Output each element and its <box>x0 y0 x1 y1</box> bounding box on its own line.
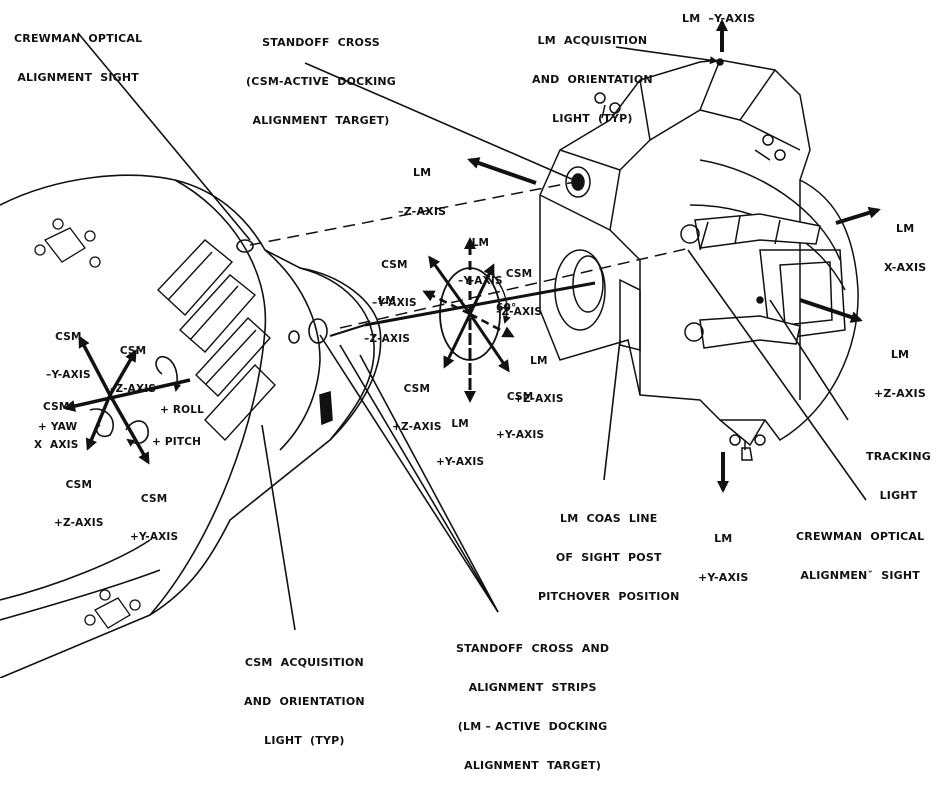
label-csm-acquisition-light: CSM ACQUISITION AND ORIENTATION LIGHT (T… <box>244 630 365 760</box>
label-line: +Y-AXIS <box>130 530 179 543</box>
label-crewman-optical-sight-lm: CREWMAN OPTICAL ALIGNMENˇ SIGHT <box>796 504 924 595</box>
label-line: CSM <box>381 259 408 271</box>
label-center-lm-neg-y: LM –Y-AXIS <box>458 212 503 300</box>
label-center-csm-pos-y: CSM +Y-AXIS <box>496 366 544 454</box>
label-lm-pos-y-axis-bottom: LM +Y-AXIS <box>698 506 749 597</box>
label-lm-acquisition-light: LM ACQUISITION AND ORIENTATION LIGHT (TY… <box>532 8 653 138</box>
label-line: +Y-AXIS <box>698 571 749 584</box>
label-line: LM <box>890 348 910 361</box>
label-tracking-light: TRACKING LIGHT <box>866 424 931 515</box>
label-line: +Z-AXIS <box>874 387 926 400</box>
coas-line <box>364 281 596 327</box>
label-standoff-cross-lm-active: STANDOFF CROSS AND ALIGNMENT STRIPS (LM … <box>456 616 609 785</box>
label-plus-yaw: + YAW <box>38 421 78 433</box>
label-line: AND ORIENTATION <box>244 695 365 708</box>
center-axes <box>422 237 515 403</box>
label-line: CREWMAN OPTICAL <box>796 530 925 543</box>
docking-diagram-art <box>0 19 881 678</box>
label-line: (LM – ACTIVE DOCKING <box>457 720 608 733</box>
label-line: +Z-AXIS <box>392 420 442 433</box>
label-line: OF SIGHT POST <box>555 551 662 564</box>
label-line: –Z-AXIS <box>364 332 411 345</box>
label-line: LM <box>378 295 396 307</box>
label-line: (CSM-ACTIVE DOCKING <box>246 75 397 88</box>
label-line: LM <box>714 532 733 545</box>
label-line: STANDOFF CROSS <box>262 36 380 49</box>
label-line: CSM <box>42 401 70 413</box>
label-lm-coas-line-of-sight: LM COAS LINE OF SIGHT POST PITCHOVER POS… <box>538 486 680 616</box>
label-line: LM <box>530 355 548 367</box>
label-plus-roll: + ROLL <box>160 404 205 416</box>
label-line: ALIGNMENT TARGET) <box>252 114 390 127</box>
label-line: ALIGNMENT TARGET) <box>464 759 602 772</box>
lm-axes <box>467 19 881 493</box>
label-csm-pos-y: CSM +Y-AXIS <box>130 468 178 556</box>
label-line: –Z-AXIS <box>110 382 157 395</box>
label-line: AND ORIENTATION <box>532 73 653 86</box>
label-line: CSM ACQUISITION <box>244 656 364 669</box>
label-line: X-AXIS <box>884 261 927 274</box>
label-line: LM COAS LINE <box>560 512 658 525</box>
label-line: LIGHT <box>879 489 918 502</box>
label-line: CSM <box>65 479 93 491</box>
label-line: CSM <box>505 268 533 280</box>
label-line: –Y-AXIS <box>458 274 503 287</box>
label-lm-neg-z-axis-upper: LM –Z-AXIS <box>398 140 446 231</box>
label-line: LM <box>412 166 432 179</box>
label-csm-pos-z: CSM +Z-AXIS <box>54 454 104 542</box>
leader-lines <box>77 32 867 631</box>
label-line: ALIGNMENT SIGHT <box>17 71 139 84</box>
label-line: CSM <box>140 493 168 505</box>
label-line: STANDOFF CROSS AND <box>456 642 610 655</box>
label-csm-neg-y: CSM –Y-AXIS <box>46 306 91 394</box>
label-center-csm-pos-z: CSM +Z-AXIS <box>392 358 442 446</box>
label-line: PITCHOVER POSITION <box>538 590 680 603</box>
alignment-lines <box>249 181 691 329</box>
label-csm-neg-z: CSM –Z-AXIS <box>110 320 156 408</box>
label-line: ALIGNMENT STRIPS <box>468 681 597 694</box>
label-line: LM <box>471 237 490 249</box>
label-center-csm-neg-z: CSM –Z-AXIS <box>496 243 542 331</box>
label-lm-x-axis: LM X-AXIS <box>884 196 926 287</box>
label-center-lm-neg-z: LM –Z-AXIS <box>364 270 410 358</box>
label-line: +Y-AXIS <box>436 455 485 468</box>
lm-spacecraft <box>539 58 859 461</box>
label-line: CSM <box>119 345 147 357</box>
label-line: CSM <box>506 391 534 403</box>
csm-spacecraft <box>0 174 382 678</box>
label-line: CSM <box>55 331 82 343</box>
label-center-csm-neg-y: CSM –Y-AXIS <box>372 234 417 322</box>
label-line: ALIGNMENˇ SIGHT <box>800 569 920 582</box>
label-lm-neg-y-axis-top: LM –Y-AXIS <box>682 12 756 25</box>
label-line: LM <box>451 418 469 430</box>
label-center-angle-60: 60° <box>496 302 517 314</box>
label-line: +Z-AXIS <box>54 516 104 529</box>
csm-axes <box>63 335 191 465</box>
label-line: +Z-AXIS <box>514 392 564 405</box>
label-line: –Y-AXIS <box>46 368 91 381</box>
label-line: CSM <box>403 383 431 395</box>
label-center-lm-pos-z: LM +Z-AXIS <box>514 330 564 418</box>
label-line: –Y-AXIS <box>372 296 417 309</box>
label-line: –Z-AXIS <box>496 305 543 318</box>
label-standoff-cross-csm-active: STANDOFF CROSS (CSM-ACTIVE DOCKING ALIGN… <box>246 10 396 140</box>
label-crewman-optical-sight-csm: CREWMAN OPTICAL ALIGNMENT SIGHT <box>14 6 142 97</box>
label-lm-pos-z-axis-right: LM +Z-AXIS <box>874 322 926 413</box>
label-line: LM <box>896 222 915 235</box>
label-line: LIGHT (TYP) <box>264 734 345 747</box>
label-csm-x-axis: CSM X AXIS <box>34 376 79 464</box>
label-line: X AXIS <box>34 438 79 451</box>
label-line: –Z-AXIS <box>398 205 447 218</box>
label-center-lm-pos-y: LM +Y-AXIS <box>436 393 484 481</box>
label-line: CREWMAN OPTICAL <box>14 32 143 45</box>
label-line: LIGHT (TYP) <box>552 112 633 125</box>
label-line: +Y-AXIS <box>496 428 545 441</box>
label-line: LM ACQUISITION <box>537 34 648 47</box>
label-plus-pitch: + PITCH <box>152 436 202 448</box>
label-line: TRACKING <box>866 450 932 463</box>
